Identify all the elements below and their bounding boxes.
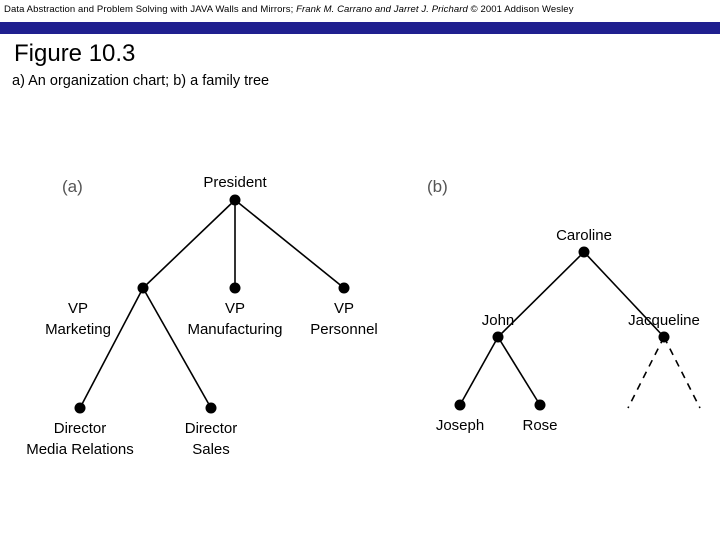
copyright-line: Data Abstraction and Problem Solving wit…: [4, 4, 574, 15]
node-jacqueline: [658, 331, 670, 343]
edge-caroline-john: [497, 251, 585, 338]
org-chart-nodes: [74, 194, 350, 414]
slide-header: Data Abstraction and Problem Solving wit…: [0, 0, 720, 26]
label-director-sales-line1: Director: [185, 420, 238, 437]
edge-president-vp-personnel: [234, 199, 345, 289]
edge-john-joseph: [459, 336, 499, 406]
node-vp-manufacturing: [229, 282, 241, 294]
node-joseph: [454, 399, 466, 411]
edge-president-vp-marketing: [142, 199, 236, 289]
blue-divider-band: [0, 22, 720, 34]
dashed-edge-jacqueline-left: [627, 336, 665, 409]
label-vp-manufacturing-line2: Manufacturing: [187, 321, 282, 338]
label-joseph: Joseph: [436, 417, 484, 434]
family-tree-labels: Caroline John Jacqueline Joseph Rose: [436, 227, 700, 434]
copyright-text-2: © 2001 Addison Wesley: [467, 4, 574, 15]
label-vp-personnel-line1: VP: [334, 300, 354, 317]
node-caroline: [578, 246, 590, 258]
copyright-text-1: Data Abstraction and Problem Solving wit…: [4, 4, 297, 15]
label-john: John: [482, 312, 515, 329]
panel-b-label: (b): [427, 177, 448, 196]
copyright-authors: Frank M. Carrano and Jarret J. Prichard: [296, 4, 468, 15]
node-director-media-relations: [74, 402, 86, 414]
label-vp-marketing-line2: Marketing: [45, 321, 111, 338]
node-vp-marketing: [137, 282, 149, 294]
node-vp-personnel: [338, 282, 350, 294]
node-president: [229, 194, 241, 206]
label-president: President: [203, 174, 267, 191]
org-chart-edges: [79, 199, 345, 409]
edge-john-rose: [497, 336, 541, 406]
label-vp-manufacturing-line1: VP: [225, 300, 245, 317]
label-director-media-line1: Director: [54, 420, 107, 437]
label-director-media-line2: Media Relations: [26, 441, 134, 458]
label-director-sales-line2: Sales: [192, 441, 230, 458]
node-rose: [534, 399, 546, 411]
panel-a-label: (a): [62, 177, 83, 196]
edge-vp-marketing-director-sales: [142, 287, 212, 409]
figure-area: (a) (b) President VP Marketing VP Manufa…: [0, 130, 720, 510]
label-vp-personnel-line2: Personnel: [310, 321, 378, 338]
page-title: Figure 10.3: [14, 40, 136, 67]
label-rose: Rose: [522, 417, 557, 434]
family-tree-edges: [459, 251, 665, 406]
label-jacqueline: Jacqueline: [628, 312, 700, 329]
node-john: [492, 331, 504, 343]
dashed-edge-jacqueline-right: [663, 336, 701, 409]
figure-caption: a) An organization chart; b) a family tr…: [12, 73, 270, 89]
org-chart-labels: President VP Marketing VP Manufacturing …: [26, 174, 378, 458]
label-vp-marketing-line1: VP: [68, 300, 88, 317]
label-caroline: Caroline: [556, 227, 612, 244]
edge-vp-marketing-director-media: [79, 287, 144, 409]
edge-caroline-jacqueline: [583, 251, 665, 338]
figure-diagram: (a) (b) President VP Marketing VP Manufa…: [26, 174, 701, 458]
family-tree-dashed-edges: [627, 336, 701, 409]
family-tree-nodes: [454, 246, 670, 411]
node-director-sales: [205, 402, 217, 414]
